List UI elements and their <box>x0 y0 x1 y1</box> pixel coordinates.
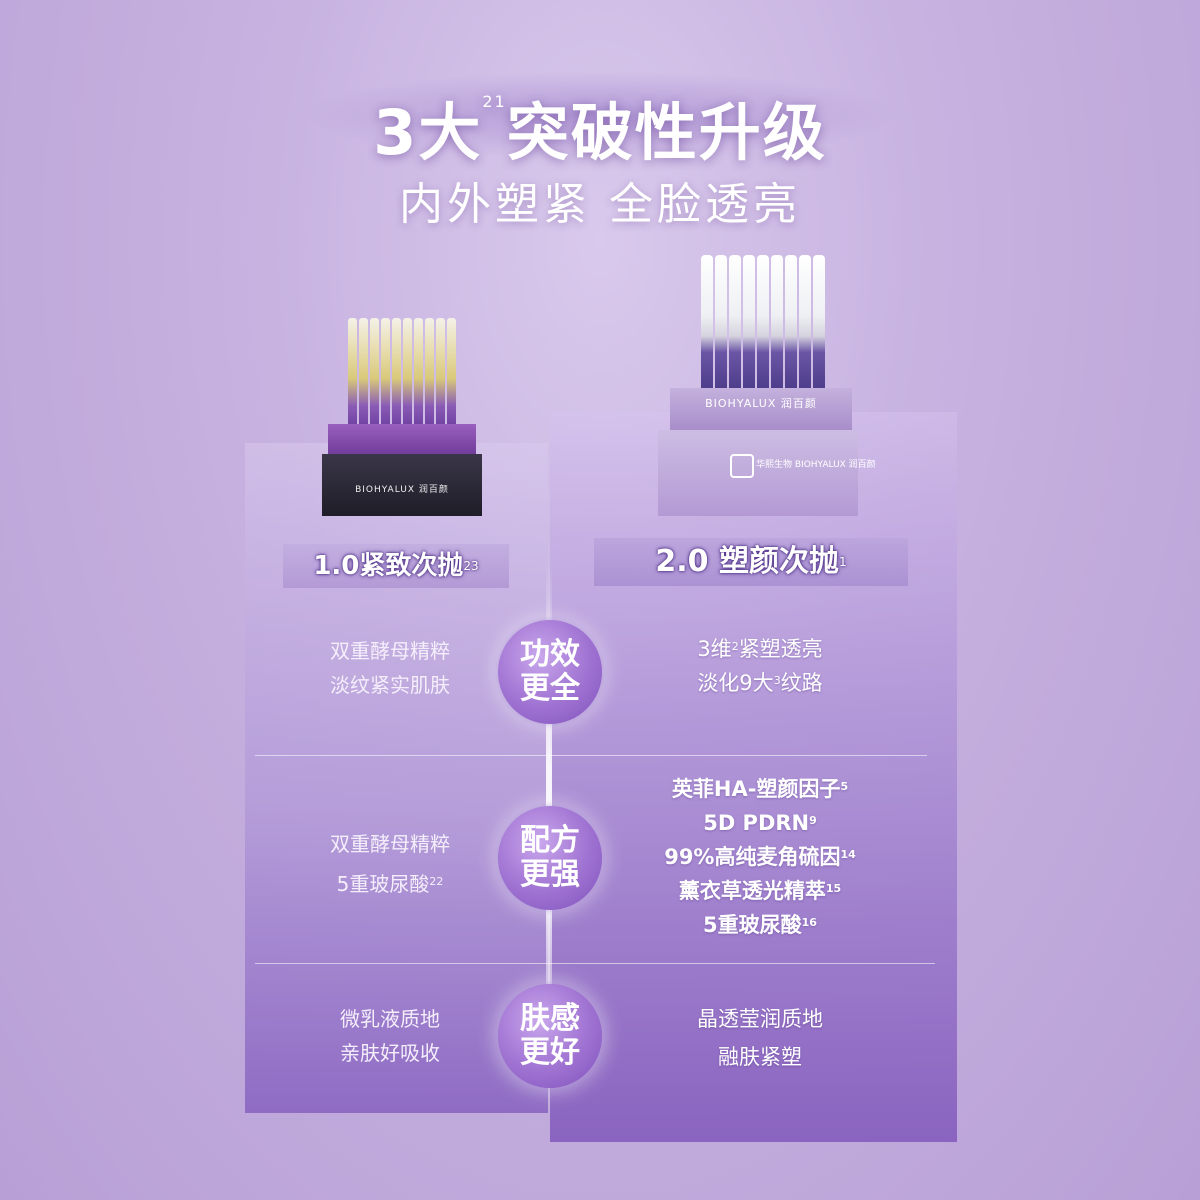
ampoule-vials <box>342 318 462 428</box>
product-image-1-0: BIOHYALUX 润百颜 <box>322 318 482 518</box>
row2-right-text: 英菲HA-塑颜因子5 5D PDRN9 99%高纯麦角硫因14 薰衣草透光精萃1… <box>664 777 856 937</box>
row3-right-text: 晶透莹润质地 融肤紧塑 <box>697 1007 823 1069</box>
row3-left-text: 微乳液质地 亲肤好吸收 <box>340 1007 440 1065</box>
badge-skin-feel: 肤感 更好 <box>498 984 602 1088</box>
box-lid <box>328 424 476 456</box>
title-glow <box>300 70 900 160</box>
row-divider <box>255 963 935 964</box>
box-base <box>658 430 858 516</box>
brand-logo: BIOHYALUX 润百颜 <box>705 397 817 410</box>
row1-right-text: 3维2紧塑透亮 淡化9大3纹路 <box>697 637 823 695</box>
page-title: 3大21突破性升级 <box>373 92 827 169</box>
page-subtitle: 内外塑紧 全脸透亮 <box>399 179 801 230</box>
box-lid <box>670 388 852 432</box>
row2-left-text: 双重酵母精粹 5重玻尿酸22 <box>330 832 450 896</box>
box-brand-text: 华熙生物 BIOHYALUX 润百颜 <box>756 460 876 470</box>
badge-efficacy: 功效 更全 <box>498 620 602 724</box>
product-label-1-0: 1.0紧致次抛23 <box>283 544 509 588</box>
comparison-panel-right <box>550 412 957 1142</box>
ampoule-vials <box>688 255 838 390</box>
product-label-2-0: 2.0 塑颜次抛1 <box>594 538 908 586</box>
badge-formula: 配方 更强 <box>498 806 602 910</box>
huaxi-logo-icon <box>730 454 754 478</box>
row-divider <box>255 755 927 756</box>
box-base <box>322 454 482 516</box>
brand-logo: BIOHYALUX 润百颜 <box>355 485 449 495</box>
product-image-2-0: BIOHYALUX 润百颜 华熙生物 BIOHYALUX 润百颜 <box>658 255 876 517</box>
row1-left-text: 双重酵母精粹 淡纹紧实肌肤 <box>330 639 450 697</box>
